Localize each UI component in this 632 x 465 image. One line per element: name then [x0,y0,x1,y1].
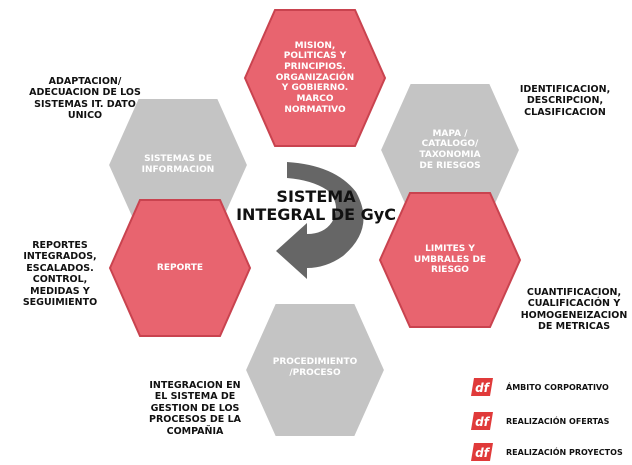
df-logo-icon: df [471,378,493,396]
hex-procedimiento-label: PROCEDIMIENTO /PROCESO [272,357,358,378]
legend-item-ofertas: df REALIZACIÓN OFERTAS [470,411,609,431]
annotation-cuantificacion: CUANTIFICACION, CUALIFICACIÓN Y HOMOGENE… [520,287,628,333]
hex-limites [378,192,522,328]
hex-procedimiento [243,302,387,438]
hex-sistemas-label: SISTEMAS DE INFORMACION [141,154,215,175]
df-logo-icon: df [471,412,493,430]
annotation-adaptacion: ADAPTACION/ ADECUACION DE LOS SISTEMAS I… [29,76,141,122]
annotation-identificacion: IDENTIFICACION, DESCRIPCION, CLASIFICACI… [519,84,611,118]
legend-label: ÁMBITO CORPORATIVO [506,382,609,392]
legend-label: REALIZACIÓN OFERTAS [506,416,610,426]
svg-text:df: df [475,381,491,395]
annotation-integracion: INTEGRACION EN EL SISTEMA DE GESTION DE … [149,380,241,437]
legend-item-proyectos: df REALIZACIÓN PROYECTOS [470,442,623,462]
hex-mapa-label: MAPA / CATALOGO/ TAXONOMIA DE RIESGOS [419,128,481,171]
legend-label: REALIZACIÓN PROYECTOS [506,447,623,457]
df-logo-icon: df [471,443,493,461]
svg-text:df: df [475,446,491,460]
hex-reporte [108,199,252,337]
hex-mision-label: MISION, POLITICAS Y PRINCIPIOS. ORGANIZA… [275,40,355,115]
legend-item-corporativo: df ÁMBITO CORPORATIVO [470,377,609,397]
annotation-reportes: REPORTES INTEGRADOS, ESCALADOS. CONTROL,… [22,240,98,308]
cycle-arrow-icon [276,162,364,279]
hex-mision [243,9,387,147]
svg-text:df: df [475,415,491,429]
center-title: SISTEMA INTEGRAL DE GyC [236,187,396,225]
hex-limites-label: LIMITES Y UMBRALES DE RIESGO [413,244,487,276]
hex-reporte-label: REPORTE [156,262,204,273]
